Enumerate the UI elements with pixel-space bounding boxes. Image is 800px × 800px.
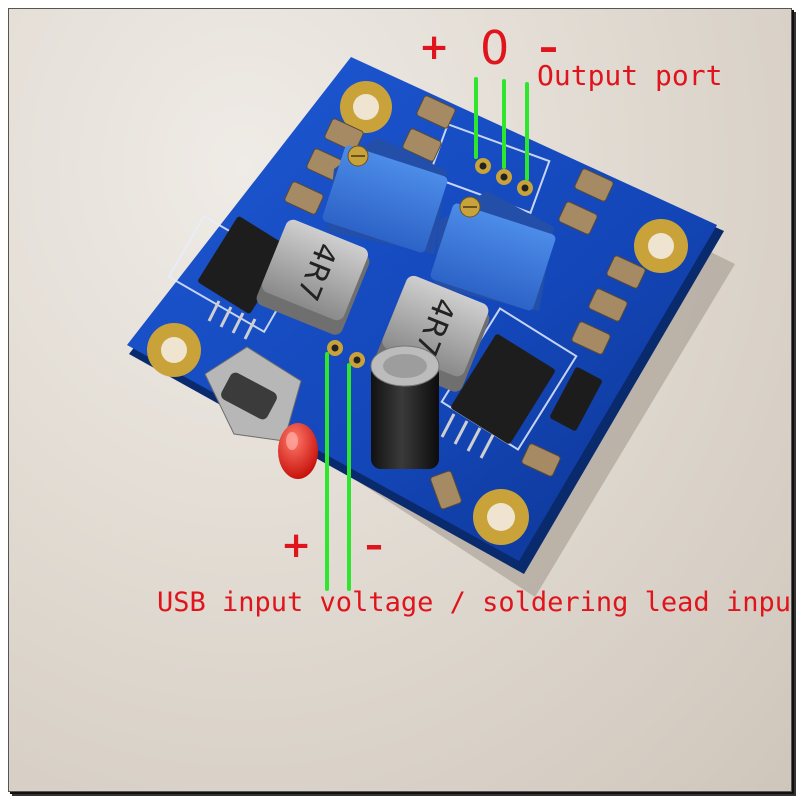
output-zero-label: 0 — [480, 21, 510, 75]
input-pads — [327, 340, 365, 368]
input-minus-label: – — [365, 525, 383, 566]
micro-usb-port — [204, 346, 302, 442]
mount-hole — [634, 219, 688, 273]
ic-chip-right — [440, 334, 555, 459]
pcb-photo: 4R7 4R7 — [127, 57, 735, 597]
smd-capacitors — [284, 95, 646, 510]
output-minus-label: – — [539, 25, 558, 69]
ic-chip-left — [198, 216, 290, 340]
diode — [550, 367, 602, 431]
output-header — [475, 158, 533, 196]
mount-hole — [147, 323, 201, 377]
electrolytic-capacitor — [370, 345, 440, 469]
potentiometer-right — [430, 191, 556, 311]
red-led — [278, 423, 318, 479]
output-port-label: Output port — [537, 59, 723, 92]
potentiometer-left — [322, 137, 448, 254]
photo-frame: 4R7 4R7 — [8, 8, 792, 792]
lead-lines — [325, 77, 529, 591]
mount-holes — [147, 81, 688, 545]
output-plus-label: + — [419, 27, 450, 68]
mount-hole — [473, 489, 529, 545]
inductor-left: 4R7 — [256, 219, 370, 335]
usb-input-label: USB input voltage / soldering lead input — [157, 587, 792, 618]
mount-hole — [340, 81, 392, 133]
input-plus-label: + — [281, 525, 312, 566]
